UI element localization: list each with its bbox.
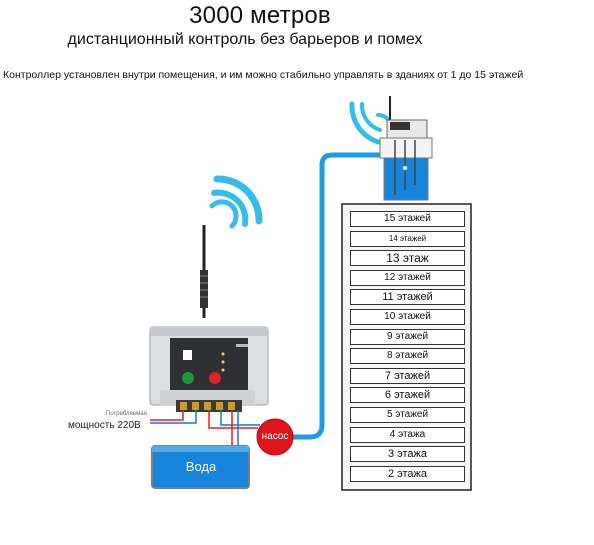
floor-row: 5 этажей	[350, 407, 465, 423]
page-title: 3000 метров	[189, 2, 331, 29]
description-text: Контроллер установлен внутри помещения, …	[3, 69, 524, 81]
floor-row: 10 этажей	[350, 309, 465, 325]
power-wire-red	[150, 410, 184, 421]
floor-row: 15 этажей	[350, 211, 465, 227]
controller-antenna-icon	[200, 225, 208, 318]
page-subtitle: дистанционный контроль без барьеров и по…	[67, 31, 423, 48]
water-pipe	[287, 152, 388, 440]
floor-row: 3 этажа	[350, 446, 465, 463]
controller-wifi-icon	[209, 175, 263, 229]
power-label-small: Потребляемая	[106, 411, 147, 417]
pump-wire-blue	[220, 410, 260, 426]
controller-device	[149, 326, 269, 412]
tower-tank	[379, 119, 433, 201]
floor-row: 11 этажей	[350, 289, 465, 306]
floor-row: 2 этажа	[350, 465, 465, 482]
floor-row: 7 этажей	[350, 367, 465, 384]
tower-wifi-icon	[349, 101, 394, 145]
floor-row: 8 этажей	[350, 348, 465, 365]
pump-wire-red	[208, 410, 258, 429]
pump-label: насос	[261, 431, 289, 442]
floor-row: 12 этажей	[350, 269, 465, 286]
floor-row: 4 этажа	[350, 426, 465, 443]
pump-icon	[256, 418, 294, 456]
floor-row: 9 этажей	[350, 328, 465, 345]
floor-row: 14 этажей	[350, 230, 465, 247]
water-tank	[151, 445, 250, 489]
water-label: Вода	[185, 459, 217, 474]
floor-row: 6 этажей	[350, 387, 465, 404]
floor-row: 13 этаж	[350, 250, 465, 267]
power-wire-blue	[150, 410, 197, 424]
power-label: мощность 220В	[68, 420, 141, 431]
